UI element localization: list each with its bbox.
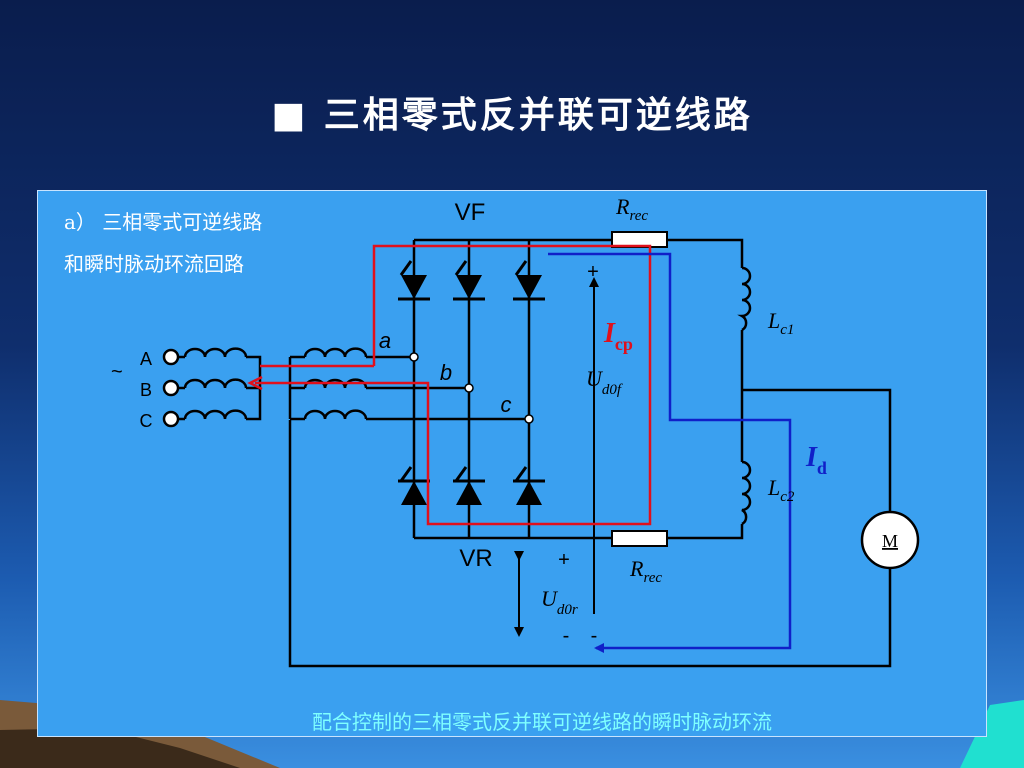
circuit-wires bbox=[178, 238, 892, 668]
id-label: Id bbox=[805, 442, 827, 478]
ud0f-minus: - bbox=[591, 625, 598, 647]
lc2-label: Lc2 bbox=[767, 475, 795, 505]
thyristor-vr-c bbox=[513, 466, 545, 505]
node-b-dot bbox=[464, 383, 474, 393]
secondary-coil-b bbox=[303, 378, 368, 389]
thyristor-vf-a bbox=[398, 260, 430, 301]
top-right-wire bbox=[667, 238, 744, 268]
secondary-coil-c bbox=[303, 409, 368, 420]
thyristor-vf-c bbox=[513, 260, 545, 301]
ud0r-label: Ud0r bbox=[541, 586, 578, 618]
phase-b-label: B bbox=[140, 380, 152, 400]
circulating-current-path bbox=[255, 244, 652, 526]
primary-coil-b bbox=[183, 378, 248, 389]
terminal-b bbox=[162, 379, 180, 397]
resistor-bottom bbox=[611, 530, 668, 547]
lc1-label: Lc1 bbox=[767, 308, 794, 338]
secondary-coil-a bbox=[303, 347, 368, 358]
terminal-a bbox=[162, 348, 180, 366]
load-current-path bbox=[548, 252, 792, 653]
caption-line-1: a） 三相零式可逆线路 bbox=[64, 210, 263, 234]
terminal-c bbox=[162, 410, 180, 428]
vf-label: VF bbox=[455, 199, 486, 226]
terrain-right bbox=[960, 700, 1024, 768]
ac-source-label: ~ bbox=[111, 361, 123, 383]
bottom-caption: 配合控制的三相零式反并联可逆线路的瞬时脉动环流 bbox=[312, 710, 772, 734]
node-a-dot bbox=[409, 352, 419, 362]
phase-a-label: A bbox=[140, 349, 152, 369]
thyristor-vr-b bbox=[453, 466, 485, 505]
node-c-label: c bbox=[501, 392, 512, 417]
lc2-coil bbox=[737, 460, 752, 526]
thyristor-vf-b bbox=[453, 260, 485, 301]
node-b-label: b bbox=[440, 360, 452, 385]
icp-label: Icp bbox=[603, 318, 633, 354]
motor-label: M bbox=[882, 531, 898, 551]
bottom-right-wire bbox=[667, 524, 744, 540]
motor-return-wire bbox=[288, 420, 892, 668]
vr-label: VR bbox=[459, 545, 492, 572]
motor-top-wire bbox=[742, 388, 892, 512]
motor bbox=[860, 510, 920, 570]
slide-title: ■ 三相零式反并联可逆线路 bbox=[271, 94, 753, 136]
secondary-left bbox=[290, 355, 305, 421]
primary-coil-c bbox=[183, 409, 248, 420]
r-rec-bottom-label: Rrec bbox=[629, 556, 662, 586]
terrain-left-shadow bbox=[0, 728, 240, 768]
vf-thyristors bbox=[398, 260, 545, 301]
node-c-dot bbox=[524, 414, 534, 424]
circulating-current-arrowhead bbox=[247, 375, 263, 391]
vr-thyristors bbox=[398, 466, 545, 505]
lc1-coil bbox=[737, 266, 752, 332]
ud0f-plus: + bbox=[587, 261, 599, 283]
diagram-panel bbox=[37, 190, 987, 737]
r-rec-top-label: Rrec bbox=[615, 194, 648, 224]
ud0f-label: Ud0f bbox=[586, 366, 623, 398]
phase-c-label: C bbox=[140, 411, 153, 431]
ud0r-plus: + bbox=[558, 549, 570, 571]
thyristor-vr-a bbox=[398, 466, 430, 505]
ud0r-minus: - bbox=[563, 625, 570, 647]
caption-line-2: 和瞬时脉动环流回路 bbox=[64, 252, 244, 276]
primary-coil-a bbox=[183, 347, 248, 358]
node-a-label: a bbox=[379, 328, 391, 353]
